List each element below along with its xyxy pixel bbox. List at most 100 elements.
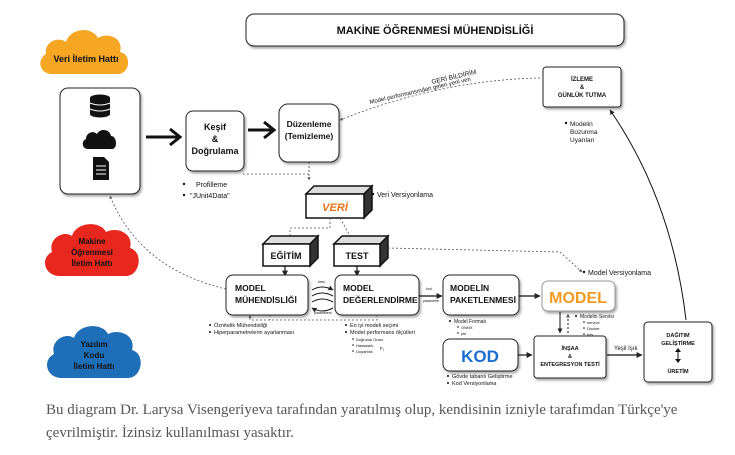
model-eval-line2: DEĞERLENDİRME <box>343 294 418 305</box>
monitor-notes: Modelin Bozunma Uyarıları <box>564 121 598 144</box>
pack-subnote-2: pkl <box>461 331 466 336</box>
diagram-title: MAKİNE ÖĞRENMESİ MÜHENDİSLİĞİ <box>337 24 534 37</box>
ml-pipeline-line2: Öğrenmesi <box>71 248 113 257</box>
mlops-diagram: MAKİNE ÖĞRENMESİ MÜHENDİSLİĞİ Veri İleti… <box>40 13 713 387</box>
model-box-label: MODEL <box>549 290 607 307</box>
data-pipeline-label: Veri İletim Hattı <box>53 54 118 64</box>
explore-line2: & <box>212 134 219 144</box>
service-note-3: fcfs <box>587 332 593 337</box>
monitor-line3: GÜNLÜK TUTMA <box>558 92 607 99</box>
data-to-test-dotted <box>339 217 351 237</box>
explore-notes: Profilleme "JUnit4Data" <box>182 182 230 200</box>
model-pack-line2: PAKETLENMESİ <box>450 295 516 305</box>
train-cube: EĞİTİM <box>261 234 320 268</box>
code-note-1: Gövde tabanlı Geliştirme <box>452 374 513 380</box>
green-light-label: Yeşil Işık <box>614 346 638 352</box>
deploy-box: DAĞITIM GELİŞTİRME ÜRETİM <box>643 321 713 383</box>
model-pack-line1: MODELİN <box>450 283 489 293</box>
code-pipeline-line2: Kodu <box>84 351 105 360</box>
deploy-line3: ÜRETİM <box>667 368 689 375</box>
model-eng-line1: MODEL <box>235 283 266 293</box>
build-line1: İNŞAA <box>561 345 578 352</box>
monitoring-box: İZLEME & GÜNLÜK TUTMA <box>542 66 622 108</box>
best-label: best <box>318 280 325 284</box>
test-cube-label: TEST <box>345 251 369 261</box>
pack-subnote-1: ONNX <box>461 325 473 330</box>
document-icon <box>93 157 109 180</box>
feedback-arrow <box>339 77 541 121</box>
sources-to-modeleng-dotted <box>109 195 231 291</box>
cloud-data-pipeline: Veri İletim Hattı <box>40 30 129 74</box>
ml-pipeline-line1: Makine <box>78 237 106 246</box>
model-eng-line2: MÜHENDİSLİĞİ <box>235 294 297 305</box>
monitor-note-2: Bozunma <box>570 129 598 136</box>
model-eng-note-2: Hiperparametrelerin ayarlanması <box>214 330 294 336</box>
model-packaging-box: MODELİN PAKETLENMESİ <box>442 274 520 316</box>
explore-line1: Keşif <box>204 122 227 132</box>
arrow-explore-to-clean <box>248 120 277 140</box>
cloud-code-pipeline: Yazılım Kodu İletim Hattı <box>47 326 141 378</box>
model-eval-subnote-1: Doğruluk Oranı <box>356 337 383 342</box>
model-eval-note-2: Model performans ölçütleri <box>350 330 415 336</box>
service-note-1: service <box>587 320 600 325</box>
ml-pipeline-line3: İletim Hattı <box>72 259 113 268</box>
data-versioning-note: Veri Versiyonlama <box>377 192 433 199</box>
explore-note-1: Profilleme <box>196 182 227 189</box>
title-box: MAKİNE ÖĞRENMESİ MÜHENDİSLİĞİ <box>245 13 625 47</box>
code-pipeline-line3: İletim Hattı <box>74 362 115 371</box>
build-line3: ENTEGRESYON TESTİ <box>540 361 600 368</box>
eval-to-eng-dotted <box>248 314 378 321</box>
monitor-line1: İZLEME <box>571 76 593 83</box>
params-small-label: parametre <box>423 299 439 303</box>
data-sources-box <box>59 87 141 195</box>
explore-line3: Doğrulama <box>191 146 239 156</box>
deploy-line1: DAĞITIM <box>666 331 690 339</box>
deploy-to-monitor-arrow <box>609 109 687 321</box>
feedback-text: Model performansından gelen yeni veri <box>369 77 471 106</box>
explore-validate-box: Keşif & Doğrulama <box>185 110 245 172</box>
model-eng-note-1: Öznitelik Mühendisliği <box>214 322 267 329</box>
model-service-notes: Modelin Servisi service Docker fcfs <box>575 314 614 337</box>
model-eval-notes: En iyi modeli seçimi Model performans öl… <box>345 323 415 354</box>
code-box-label: KOD <box>461 347 499 366</box>
model-evaluation-box: MODEL DEĞERLENDİRME <box>334 274 420 316</box>
monitor-note-1: Modelin <box>570 121 593 128</box>
model-eval-subextra: F₁ <box>380 346 385 351</box>
code-pipeline-line1: Yazılım <box>80 340 107 349</box>
model-eval-note-1: En iyi modeli seçimi <box>350 323 398 329</box>
model-versioning-note: Model Versiyonlama <box>588 270 651 277</box>
model-box: MODEL <box>541 280 616 312</box>
monitor-line2: & <box>580 85 585 91</box>
database-icon <box>89 94 111 118</box>
build-test-box: İNŞAA & ENTEGRESYON TESTİ <box>533 335 607 379</box>
cloud-icon <box>82 130 117 149</box>
monitor-note-3: Uyarıları <box>570 137 595 144</box>
code-note-2: Kod Versiyonlama <box>452 381 497 387</box>
model-eval-subnote-2: Hassaslık <box>356 343 373 348</box>
cloud-ml-pipeline: Makine Öğrenmesi İletim Hattı <box>45 224 139 276</box>
data-cube-label: VERİ <box>322 201 349 214</box>
model-eng-notes: Öznitelik Mühendisliği Hiperparametreler… <box>209 322 294 336</box>
data-cube: VERİ <box>304 184 374 220</box>
explore-note-2: "JUnit4Data" <box>190 193 230 200</box>
data-to-train-dotted <box>289 218 331 236</box>
code-small-label: kod <box>426 287 432 291</box>
build-line2: & <box>568 354 572 360</box>
code-box: KOD <box>442 338 519 372</box>
clean-box: Düzenleme (Temizleme) <box>278 103 340 163</box>
model-eval-subnote-3: Duyarlılık <box>356 349 373 354</box>
model-service-title: Modelin Servisi <box>580 314 614 320</box>
deploy-line2: GELİŞTİRME <box>661 340 695 347</box>
parameters-label: parameters <box>314 311 332 315</box>
model-engineering-box: MODEL MÜHENDİSLİĞİ <box>225 274 309 316</box>
arrow-sources-to-explore <box>146 127 183 147</box>
model-eval-line1: MODEL <box>343 283 374 293</box>
iteration-swirl: best parameters <box>311 280 334 315</box>
model-pack-notes-title: Model Formatı <box>454 319 486 325</box>
train-cube-label: EĞİTİM <box>271 250 302 261</box>
clean-to-explore-dotted <box>243 162 310 175</box>
clean-line1: Düzenleme <box>287 119 332 129</box>
code-notes: Gövde tabanlı Geliştirme Kod Versiyonlam… <box>447 374 513 387</box>
clean-line2: (Temizleme) <box>285 131 334 141</box>
figure-caption: Bu diagram Dr. Larysa Visengeriyeva tara… <box>46 402 678 441</box>
